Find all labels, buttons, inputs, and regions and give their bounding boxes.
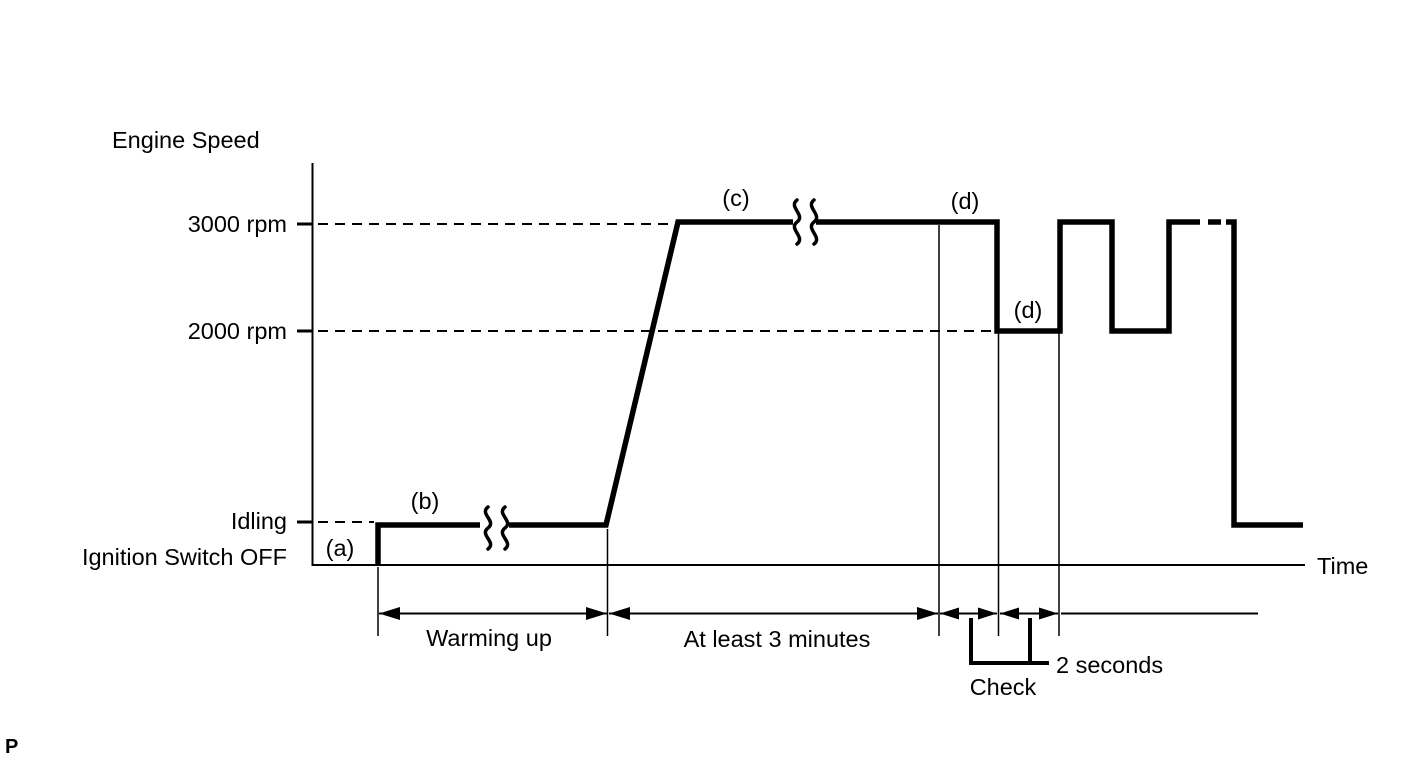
trace-start-idle	[375, 522, 480, 564]
axes	[297, 163, 1305, 566]
arrowhead-left-icon	[609, 607, 630, 620]
x-axis-title: Time	[1317, 553, 1368, 579]
dimension-lines	[379, 607, 1258, 620]
squiggle-icon	[483, 505, 493, 551]
interval-label-warming-up: Warming up	[426, 625, 552, 651]
phase-label-a: (a)	[326, 535, 355, 561]
engine-speed-trace	[375, 219, 1303, 564]
arrowhead-right-icon	[1039, 607, 1058, 620]
arrowhead-right-icon	[917, 607, 938, 620]
phase-label-c: (c)	[722, 185, 749, 211]
squiggle-icon	[792, 198, 802, 246]
interval-label-check: Check	[970, 674, 1037, 700]
trace-final-drop-idle	[1226, 219, 1303, 528]
phase-label-d-high: (d)	[951, 188, 980, 214]
level-label-3000rpm: 3000 rpm	[188, 211, 287, 237]
check-bracket	[969, 618, 1049, 665]
squiggle-icon	[809, 198, 819, 246]
arrowhead-right-icon	[978, 607, 997, 620]
phase-label-b: (b)	[411, 488, 440, 514]
arrowhead-right-icon	[586, 607, 607, 620]
interval-label-3-minutes: At least 3 minutes	[684, 626, 871, 652]
interval-label-2-seconds: 2 seconds	[1056, 652, 1163, 678]
page-corner-mark: P	[5, 736, 18, 758]
level-label-idling: Idling	[231, 508, 287, 534]
level-label-2000rpm: 2000 rpm	[188, 318, 287, 344]
break-mark-3000	[792, 198, 819, 246]
squiggle-icon	[500, 505, 510, 551]
phase-label-d-low: (d)	[1014, 297, 1043, 323]
trace-ramp-to-3000	[509, 219, 793, 528]
arrowhead-left-icon	[379, 607, 400, 620]
arrowhead-left-icon	[940, 607, 959, 620]
arrowhead-left-icon	[1000, 607, 1019, 620]
y-axis-title: Engine Speed	[112, 127, 260, 153]
level-label-ignition-off: Ignition Switch OFF	[82, 544, 287, 570]
break-mark-idle	[483, 505, 510, 551]
trace-3000-2000-cycles	[816, 219, 1187, 334]
reference-lines	[377, 225, 1060, 636]
level-guides	[318, 223, 994, 523]
